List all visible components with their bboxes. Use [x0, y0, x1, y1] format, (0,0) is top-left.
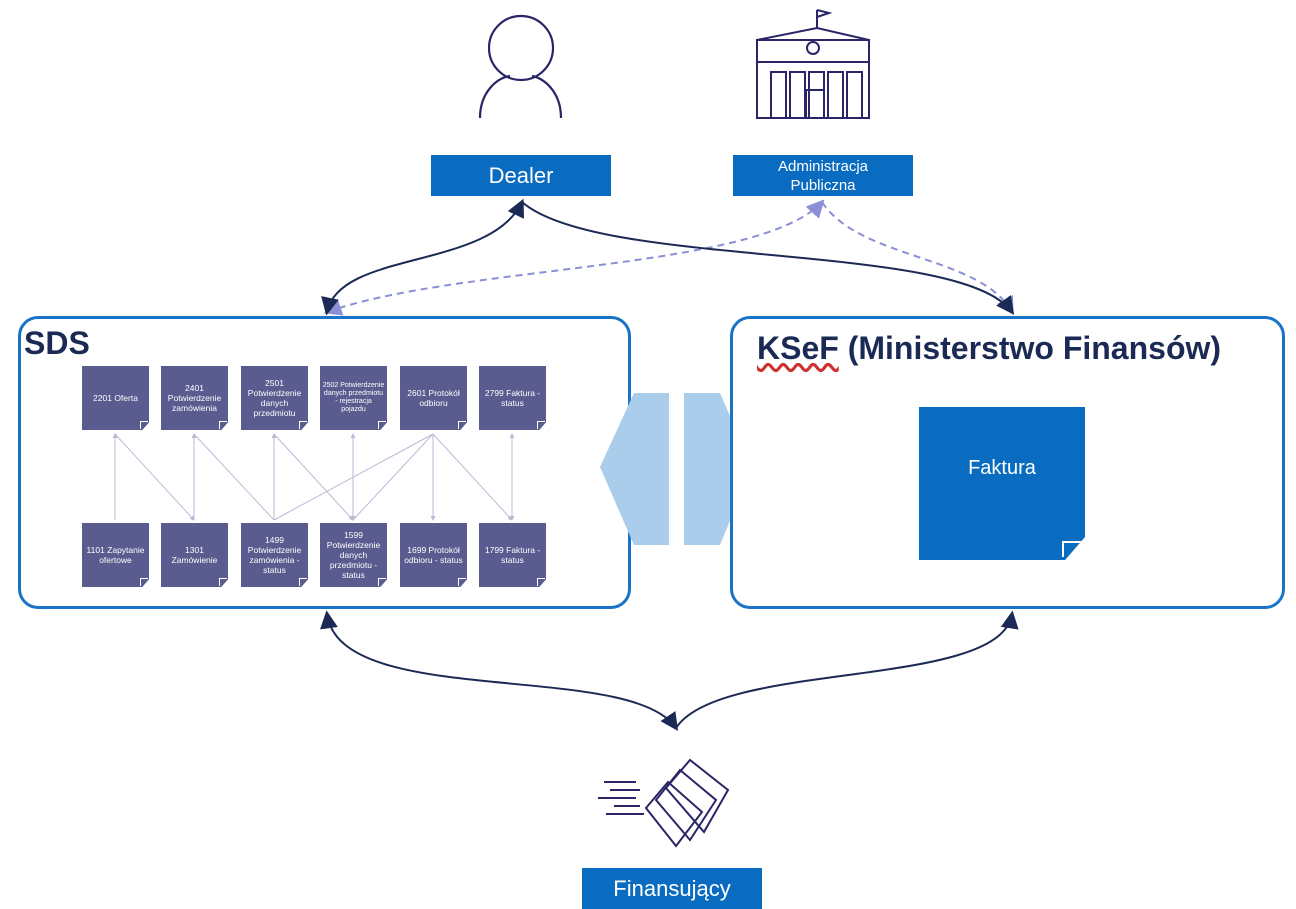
admin-label-line1: Administracja [777, 157, 869, 175]
sds-doc-1101: 1101 Zapytanie ofertowe [82, 523, 149, 587]
public-building-icon [756, 9, 870, 119]
financing-label: Finansujący [582, 868, 762, 909]
solid-arrow-dealer-ksef [521, 201, 1015, 315]
sds-doc-2799: 2799 Faktura - status [479, 366, 546, 430]
ksef-title-word: KSeF [757, 330, 839, 366]
sds-doc-1599: 1599 Potwierdzenie danych przedmiotu - s… [320, 523, 387, 587]
financing-label-text: Finansujący [613, 875, 731, 901]
sds-doc-2601: 2601 Protokół odbioru [400, 366, 467, 430]
admin-label-line2: Publiczna [790, 176, 856, 194]
sds-doc-1301: 1301 Zamówienie [161, 523, 228, 587]
dashed-arrow-admin-ksef [821, 201, 1014, 316]
solid-arrow-financing-ksef [675, 610, 1019, 729]
sds-title: SDS [24, 325, 90, 361]
dealer-label-text: Dealer [488, 162, 554, 188]
dashed-arrow-admin-sds [323, 199, 825, 316]
sds-doc-1699: 1699 Protokół odbioru - status [400, 523, 467, 587]
ksef-title-rest: (Ministerstwo Finansów) [838, 330, 1222, 366]
dealer-label: Dealer [431, 155, 611, 196]
sds-doc-2501: 2501 Potwierdzenie danych przedmiotu [241, 366, 308, 430]
sds-doc-2401: 2401 Potwierdzenie zamówienia [161, 366, 228, 430]
sds-doc-2201: 2201 Oferta [82, 366, 149, 430]
sds-doc-2502: 2502 Potwierdzenie danych przedmiotu - r… [320, 366, 387, 430]
faktura-document: Faktura [919, 407, 1085, 560]
sds-doc-1499: 1499 Potwierdzenie zamówienia - status [241, 523, 308, 587]
admin-label: Administracja Publiczna [733, 155, 913, 196]
ksef-title: KSeF (Ministerstwo Finansów) [757, 330, 1221, 367]
solid-arrow-financing-sds [320, 610, 679, 731]
sds-doc-1799: 1799 Faktura - status [479, 523, 546, 587]
person-icon [478, 14, 563, 119]
solid-arrow-dealer-sds [321, 198, 524, 316]
faktura-label: Faktura [968, 457, 1036, 479]
money-bills-icon [598, 758, 730, 848]
